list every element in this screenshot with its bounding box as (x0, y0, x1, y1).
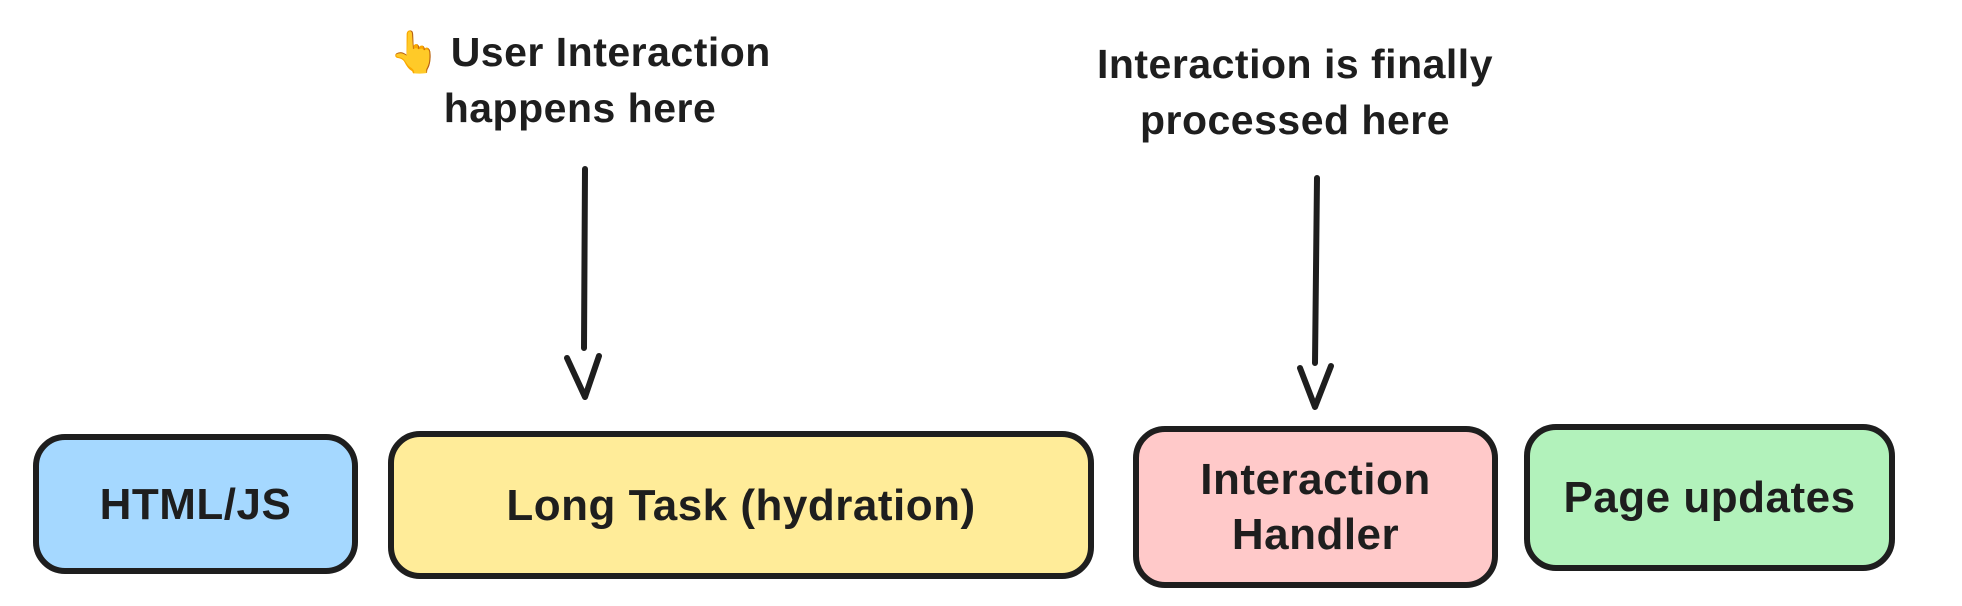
annotation-processed: Interaction is finally processed here (1045, 36, 1545, 148)
arrow-shaft (1312, 175, 1320, 366)
node-long-task-label: Long Task (hydration) (506, 480, 976, 530)
annotation-processed-line2: processed here (1139, 97, 1451, 143)
pointing-up-emoji: 👆 (389, 29, 441, 75)
node-interaction-handler: Interaction Handler (1133, 426, 1498, 588)
annotation-user-interaction-line2: happens here (443, 85, 717, 131)
arrow-processed (1297, 175, 1334, 410)
node-long-task: Long Task (hydration) (388, 431, 1094, 579)
arrow-user-interaction (564, 166, 602, 400)
node-page-updates: Page updates (1524, 424, 1895, 571)
annotation-processed-line1: Interaction is finally (1096, 41, 1494, 87)
node-html-js-label: HTML/JS (99, 479, 292, 529)
arrow-head (564, 353, 602, 400)
annotation-text: User Interaction (450, 29, 771, 75)
node-page-updates-label: Page updates (1563, 473, 1856, 522)
arrow-shaft (581, 166, 588, 351)
node-html-js: HTML/JS (33, 434, 358, 574)
node-interaction-handler-label: Interaction Handler (1200, 455, 1431, 559)
arrow-head (1297, 363, 1334, 410)
annotation-user-interaction-line1: 👆User Interaction (330, 24, 830, 80)
annotation-user-interaction: 👆User Interaction happens here (330, 24, 830, 136)
